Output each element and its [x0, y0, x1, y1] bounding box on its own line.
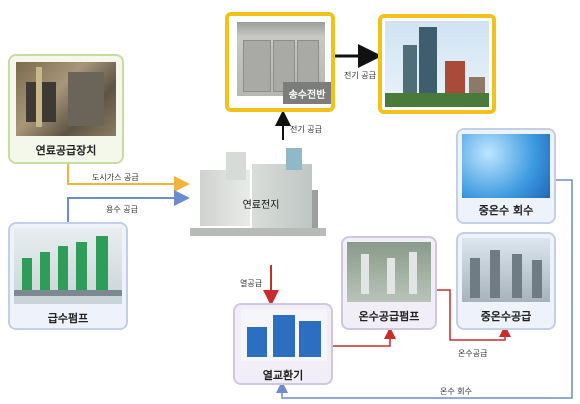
hot-water-pump-label: 온수공급펌프 [358, 310, 420, 323]
buildings-card [378, 14, 496, 114]
heat-exchanger-card: 열교환기 [233, 303, 333, 385]
hot-water-return-label: 온수 회수 [440, 387, 472, 396]
hot-water-recovery-card: 중온수 회수 [456, 128, 556, 224]
power-up-label: 전기 공급 [290, 125, 322, 134]
fuel-cell-label: 연료전지 [242, 200, 280, 211]
transmission-panel-label: 송수전반 [288, 90, 326, 101]
hx-to-pump-arrow [333, 327, 396, 347]
city-gas-arrow [67, 163, 190, 192]
water-pump-photo [14, 228, 122, 304]
fuel-supply-card: 연료공급장치 [8, 54, 124, 164]
water-supply-label: 용수 공급 [106, 205, 138, 214]
hot-water-supply-label: 중온수공급 [480, 310, 532, 323]
city-gas-label: 도시가스 공급 [92, 173, 139, 182]
fuel-cell-block-right [252, 164, 312, 228]
fuel-cell-unit: 연료전지 [186, 140, 336, 246]
heat-exchanger-label: 열교환기 [262, 369, 304, 382]
water-supply-arrow [67, 190, 190, 222]
pump-to-supply-arrow [437, 289, 511, 341]
heat-supply-label: 열공급 [240, 279, 263, 288]
hot-water-supply-card: 중온수공급 [456, 232, 556, 330]
transmission-panel-photo [237, 22, 325, 96]
water-pump-label: 급수펌프 [47, 312, 89, 325]
water-pump-card: 급수펌프 [8, 222, 128, 330]
fuel-supply-label: 연료공급장치 [35, 144, 97, 157]
fuel-supply-photo [16, 62, 116, 136]
hot-water-supply-flow-label: 온수공급 [458, 349, 488, 358]
hot-water-recovery-photo [462, 134, 550, 198]
return-loop-arrow [276, 179, 573, 399]
hot-water-recovery-label: 중온수 회수 [478, 204, 534, 217]
buildings-photo [385, 21, 489, 107]
transmission-panel-card: 송수전반 [225, 12, 335, 112]
hot-water-pump-photo [347, 242, 431, 302]
power-right-label: 전기 공급 [344, 71, 376, 80]
hot-water-pump-card: 온수공급펌프 [341, 236, 437, 330]
hot-water-supply-photo [462, 238, 550, 302]
heat-exchanger-photo [241, 309, 327, 361]
